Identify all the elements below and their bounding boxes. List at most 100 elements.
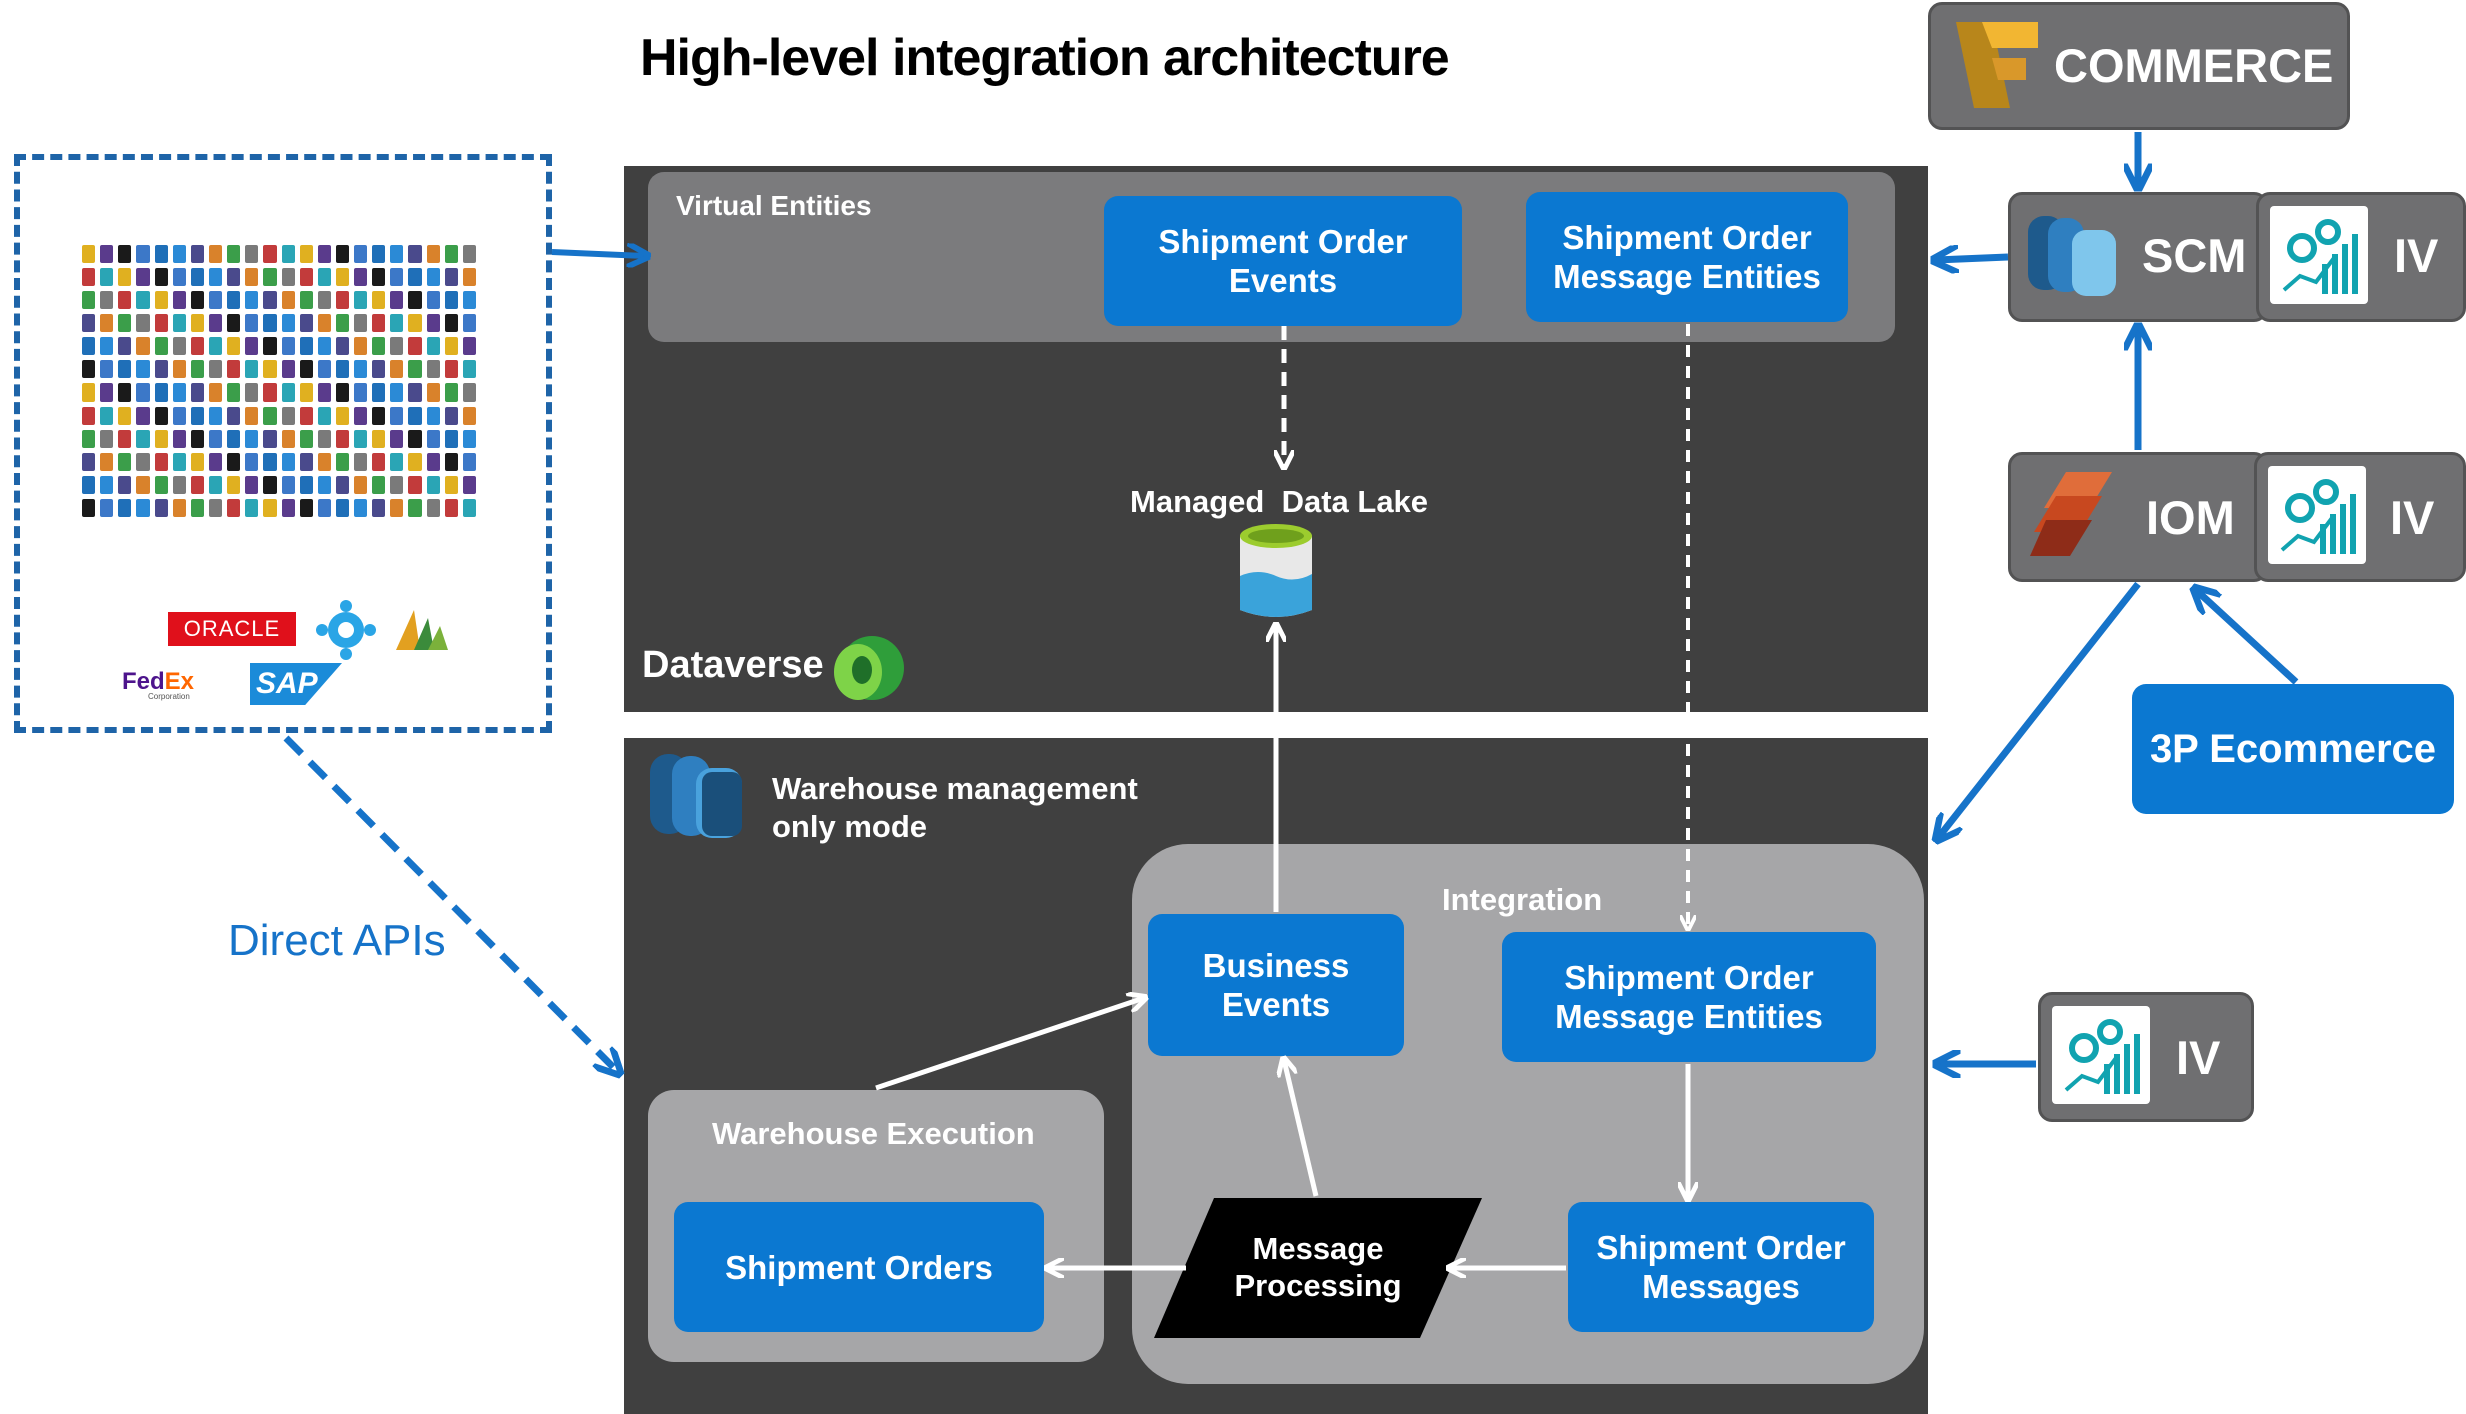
app-tile-icon	[118, 406, 132, 425]
app-tile-icon	[444, 383, 458, 402]
data-lake-icon	[1236, 520, 1316, 624]
managed-data-lake-label: Managed Data Lake	[1130, 484, 1429, 519]
app-tile-icon	[190, 360, 204, 379]
inventory-visibility-icon	[2270, 206, 2368, 304]
app-tile-icon	[208, 429, 223, 448]
app-tile-icon	[390, 429, 404, 448]
app-tile-icon	[372, 475, 386, 494]
integration-label: Integration	[1442, 882, 1603, 917]
app-tile-icon	[172, 245, 186, 264]
app-tile-icon	[335, 291, 350, 310]
app-tile-icon	[227, 498, 241, 517]
app-tile-icon	[299, 383, 313, 402]
arrow-iom-to-wms	[1938, 581, 2141, 838]
app-tile-icon	[136, 498, 150, 517]
app-tile-icon	[299, 406, 313, 425]
fedex-logo: FedEx Corporation	[122, 668, 195, 701]
app-tile-icon	[263, 498, 277, 517]
app-tile-icon	[245, 383, 259, 402]
app-tile-icon	[281, 498, 295, 517]
wms-shipment-order-message-entities-box: Shipment Order Message Entities	[1502, 932, 1876, 1062]
app-tile-icon	[208, 314, 223, 333]
app-tile-icon	[118, 291, 132, 310]
app-tile-icon	[335, 314, 350, 333]
app-tile-icon	[390, 245, 404, 264]
app-tile-icon	[462, 452, 476, 471]
iom-iv-label: IV	[2390, 491, 2435, 544]
app-tile-icon	[462, 475, 476, 494]
app-tile-icon	[227, 429, 241, 448]
app-tile-icon	[426, 406, 440, 425]
app-tile-icon	[136, 383, 150, 402]
app-tile-icon	[263, 406, 277, 425]
app-tile-icon	[299, 498, 313, 517]
app-tile-icon	[100, 360, 114, 379]
app-tile-icon	[354, 360, 368, 379]
app-tile-icon	[82, 406, 96, 425]
app-tile-icon	[299, 337, 313, 356]
app-tile-icon	[372, 314, 386, 333]
app-tile-icon	[190, 314, 204, 333]
app-tile-icon	[263, 314, 277, 333]
app-tile-icon	[208, 360, 223, 379]
app-tile-icon	[172, 291, 186, 310]
app-tile-icon	[281, 314, 295, 333]
app-tile-icon	[335, 429, 350, 448]
app-tile-icon	[354, 337, 368, 356]
app-tile-icon	[154, 268, 168, 287]
app-tile-icon	[208, 245, 223, 264]
app-tile-icon	[426, 360, 440, 379]
app-tile-icon	[154, 291, 168, 310]
app-tile-icon	[190, 245, 204, 264]
app-tile-icon	[208, 498, 223, 517]
app-tile-icon	[281, 475, 295, 494]
app-tile-icon	[100, 337, 114, 356]
app-tile-icon	[335, 498, 350, 517]
app-tile-icon	[335, 245, 350, 264]
app-tile-icon	[136, 360, 150, 379]
app-tile-icon	[281, 245, 295, 264]
app-tile-icon	[136, 245, 150, 264]
app-tile-icon	[245, 245, 259, 264]
app-tile-icon	[190, 406, 204, 425]
app-tile-icon	[100, 383, 114, 402]
app-tile-icon	[335, 383, 350, 402]
app-tile-icon	[462, 429, 476, 448]
app-tile-icon	[118, 475, 132, 494]
app-tile-icon	[299, 475, 313, 494]
app-tile-icon	[462, 291, 476, 310]
app-tile-icon	[136, 475, 150, 494]
scm-logo	[2026, 214, 2122, 300]
app-tile-icon	[245, 291, 259, 310]
wms-iv-label: IV	[2176, 1031, 2221, 1084]
app-tile-icon	[154, 360, 168, 379]
app-tile-icon	[154, 452, 168, 471]
app-tile-icon	[118, 452, 132, 471]
app-tile-icon	[372, 406, 386, 425]
app-tile-icon	[227, 314, 241, 333]
app-tile-icon	[82, 475, 96, 494]
app-tile-icon	[263, 429, 277, 448]
app-tile-icon	[263, 245, 277, 264]
app-tile-icon	[299, 291, 313, 310]
app-tile-icon	[100, 452, 114, 471]
app-tile-icon	[118, 245, 132, 264]
app-tile-icon	[390, 383, 404, 402]
app-tile-icon	[444, 268, 458, 287]
app-tile-icon	[227, 245, 241, 264]
app-tile-icon	[263, 291, 277, 310]
app-tile-icon	[208, 406, 223, 425]
arrow-3p-to-iom	[2196, 590, 2299, 685]
app-tile-icon	[354, 429, 368, 448]
app-tile-icon	[100, 314, 114, 333]
app-tile-icon	[263, 383, 277, 402]
app-tile-icon	[317, 314, 331, 333]
app-tile-icon	[154, 314, 168, 333]
app-tile-icon	[299, 268, 313, 287]
scm-iv-label: IV	[2394, 229, 2439, 282]
app-tile-icon	[118, 360, 132, 379]
app-tile-icon	[354, 291, 368, 310]
app-tile-icon	[390, 291, 404, 310]
app-tile-icon	[354, 406, 368, 425]
app-tile-icon	[82, 314, 96, 333]
